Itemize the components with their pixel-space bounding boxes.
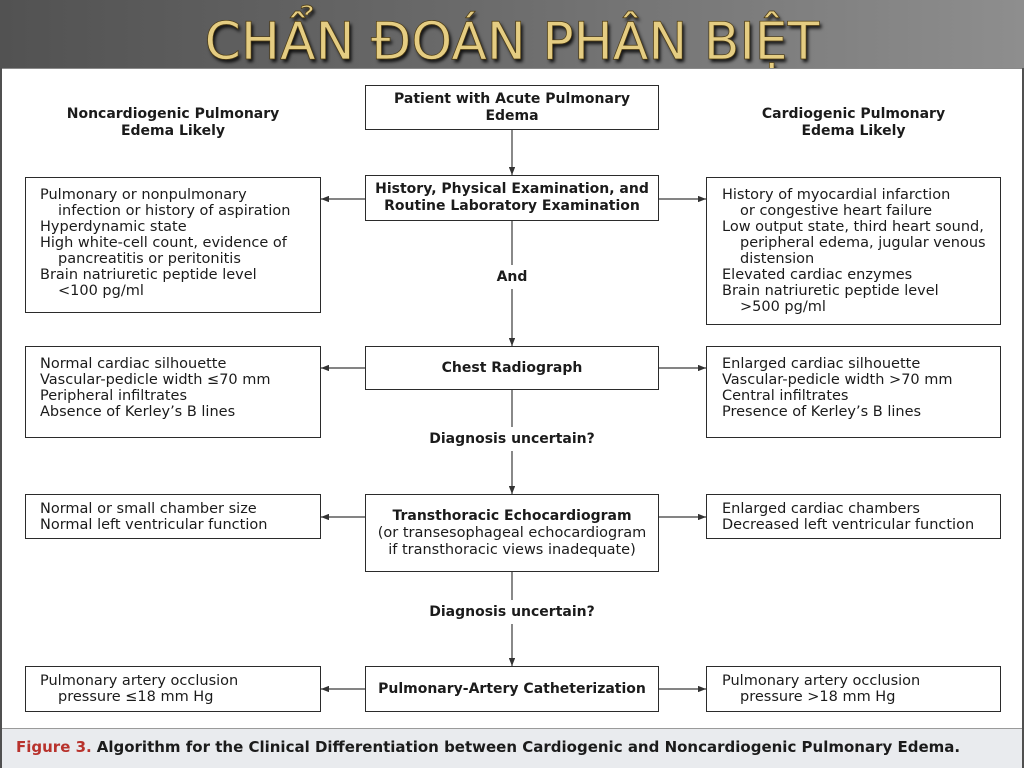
finding-text-continuation: or congestive heart failure	[740, 203, 933, 219]
step-title-line: Chest Radiograph	[441, 359, 583, 376]
finding-text: Enlarged cardiac chambers	[722, 500, 920, 517]
finding-text: Elevated cardiac enzymes	[722, 267, 913, 283]
finding-text: Normal left ventricular function	[40, 516, 268, 533]
title-banner: CHẨN ĐOÁN PHÂN BIỆT	[0, 0, 1024, 68]
step-note-line: if transthoracic views inadequate)	[388, 541, 636, 558]
step-title: Chest Radiograph	[442, 360, 583, 377]
finding-text: Normal cardiac silhouette	[40, 356, 227, 372]
finding-text: History of myocardial infarction	[722, 187, 951, 203]
finding-text: Pulmonary artery occlusion	[40, 673, 239, 689]
finding-item: Brain natriuretic peptide level>500 pg/m…	[722, 283, 1000, 315]
finding-text: Presence of Kerley’s B lines	[722, 404, 922, 420]
finding-item: Normal left ventricular function	[40, 517, 320, 533]
finding-item: Normal or small chamber size	[40, 501, 320, 517]
figure-label: Figure 3.	[16, 738, 92, 756]
finding-text: Low output state, third heart sound,	[722, 219, 984, 235]
column-header-line: Edema Likely	[801, 122, 906, 139]
column-header-line: Noncardiogenic Pulmonary	[66, 106, 280, 122]
step-echocardiogram-box: Transthoracic Echocardiogram (or transes…	[365, 494, 659, 572]
finding-text: Absence of Kerley’s B lines	[40, 404, 236, 420]
finding-text: Hyperdynamic state	[40, 219, 187, 235]
column-header-line: Cardiogenic Pulmonary	[761, 106, 946, 122]
finding-text: Vascular-pedicle width >70 mm	[722, 372, 953, 388]
step-title-line: Routine Laboratory Examination	[384, 198, 640, 214]
step-title-line: Transthoracic Echocardiogram	[392, 508, 632, 524]
step-title-line: Pulmonary-Artery Catheterization	[378, 680, 646, 697]
start-title-line: Edema	[485, 107, 539, 124]
finding-text: Brain natriuretic peptide level	[722, 283, 939, 299]
finding-text: Vascular-pedicle width ≤70 mm	[40, 372, 271, 388]
slide-title: CHẨN ĐOÁN PHÂN BIỆT	[204, 12, 820, 72]
step-title-line: History, Physical Examination, and	[375, 181, 649, 197]
start-title-line: Patient with Acute Pulmonary	[394, 90, 630, 107]
step-note-line: (or transesophageal echocardiogram	[377, 525, 647, 541]
caption-text: Algorithm for the Clinical Differentiati…	[96, 738, 961, 756]
finding-item: Low output state, third heart sound,peri…	[722, 219, 1000, 267]
connector-label-diagnosis-uncertain: Diagnosis uncertain?	[429, 604, 595, 620]
finding-text: High white-cell count, evidence of	[40, 235, 287, 251]
finding-text-continuation: distension	[740, 251, 815, 267]
finding-item: Brain natriuretic peptide level<100 pg/m…	[40, 267, 320, 299]
finding-item: Vascular-pedicle width >70 mm	[722, 372, 1000, 388]
figure-caption: Figure 3.Algorithm for the Clinical Diff…	[16, 737, 960, 757]
finding-text: Enlarged cardiac silhouette	[722, 356, 921, 372]
column-header-line: Edema Likely	[120, 122, 226, 139]
finding-text-continuation: pancreatitis or peritonitis	[58, 251, 241, 267]
step-chest-radiograph-box: Chest Radiograph	[365, 346, 659, 390]
finding-item: Absence of Kerley’s B lines	[40, 404, 320, 420]
finding-text: Peripheral infiltrates	[40, 388, 188, 404]
finding-text: Brain natriuretic peptide level	[40, 267, 257, 283]
caption-band: Figure 3.Algorithm for the Clinical Diff…	[2, 728, 1022, 768]
connector-label-and: And	[496, 269, 528, 285]
finding-item: Elevated cardiac enzymes	[722, 267, 1000, 283]
finding-item: Hyperdynamic state	[40, 219, 320, 235]
finding-item: Vascular-pedicle width ≤70 mm	[40, 372, 320, 388]
finding-item: Enlarged cardiac silhouette	[722, 356, 1000, 372]
finding-text-continuation: pressure ≤18 mm Hg	[58, 689, 214, 705]
finding-text-continuation: pressure >18 mm Hg	[740, 689, 896, 705]
step-catheterization-box: Pulmonary-Artery Catheterization	[365, 666, 659, 712]
connector-label-diagnosis-uncertain: Diagnosis uncertain?	[429, 431, 595, 447]
finding-text-continuation: infection or history of aspiration	[58, 203, 291, 219]
finding-text-continuation: peripheral edema, jugular venous	[740, 235, 986, 251]
finding-item: Presence of Kerley’s B lines	[722, 404, 1000, 420]
finding-text: Pulmonary or nonpulmonary	[40, 187, 247, 203]
finding-item: Enlarged cardiac chambers	[722, 501, 1000, 517]
finding-text: Pulmonary artery occlusion	[722, 673, 921, 689]
finding-item: Normal cardiac silhouette	[40, 356, 320, 372]
finding-item: Peripheral infiltrates	[40, 388, 320, 404]
finding-text: Decreased left ventricular function	[722, 516, 975, 533]
finding-text-continuation: >500 pg/ml	[740, 299, 826, 315]
finding-item: Decreased left ventricular function	[722, 517, 1000, 533]
finding-text: Normal or small chamber size	[40, 500, 257, 517]
finding-item: Central infiltrates	[722, 388, 1000, 404]
finding-text-continuation: <100 pg/ml	[58, 283, 144, 299]
step-title: Pulmonary-Artery Catheterization	[378, 681, 646, 698]
step-title: Transthoracic Echocardiogram	[392, 508, 631, 525]
finding-text: Central infiltrates	[722, 388, 849, 404]
